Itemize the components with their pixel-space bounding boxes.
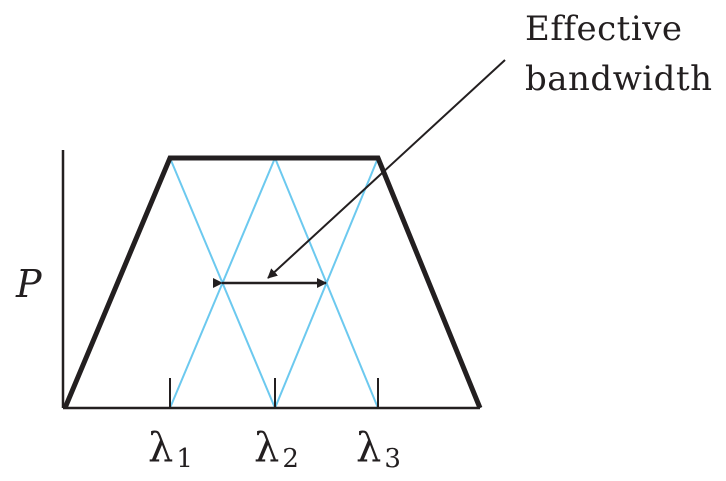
lambda-3-symbol: λ <box>356 425 381 471</box>
lambda-1-symbol: λ <box>148 425 173 471</box>
tick-marks <box>169 378 379 408</box>
annotation-line-1: Effective <box>525 9 683 49</box>
annotation-line-2: bandwidth <box>525 59 713 99</box>
y-axis-label: P <box>15 262 43 306</box>
lambda-2-subscript: 2 <box>282 444 299 474</box>
lambda-3-subscript: 3 <box>384 444 401 474</box>
power-envelope <box>62 155 483 409</box>
lambda-1-subscript: 1 <box>176 444 193 474</box>
lambda-2-symbol: λ <box>254 425 279 471</box>
annotation-pointer <box>267 59 506 279</box>
